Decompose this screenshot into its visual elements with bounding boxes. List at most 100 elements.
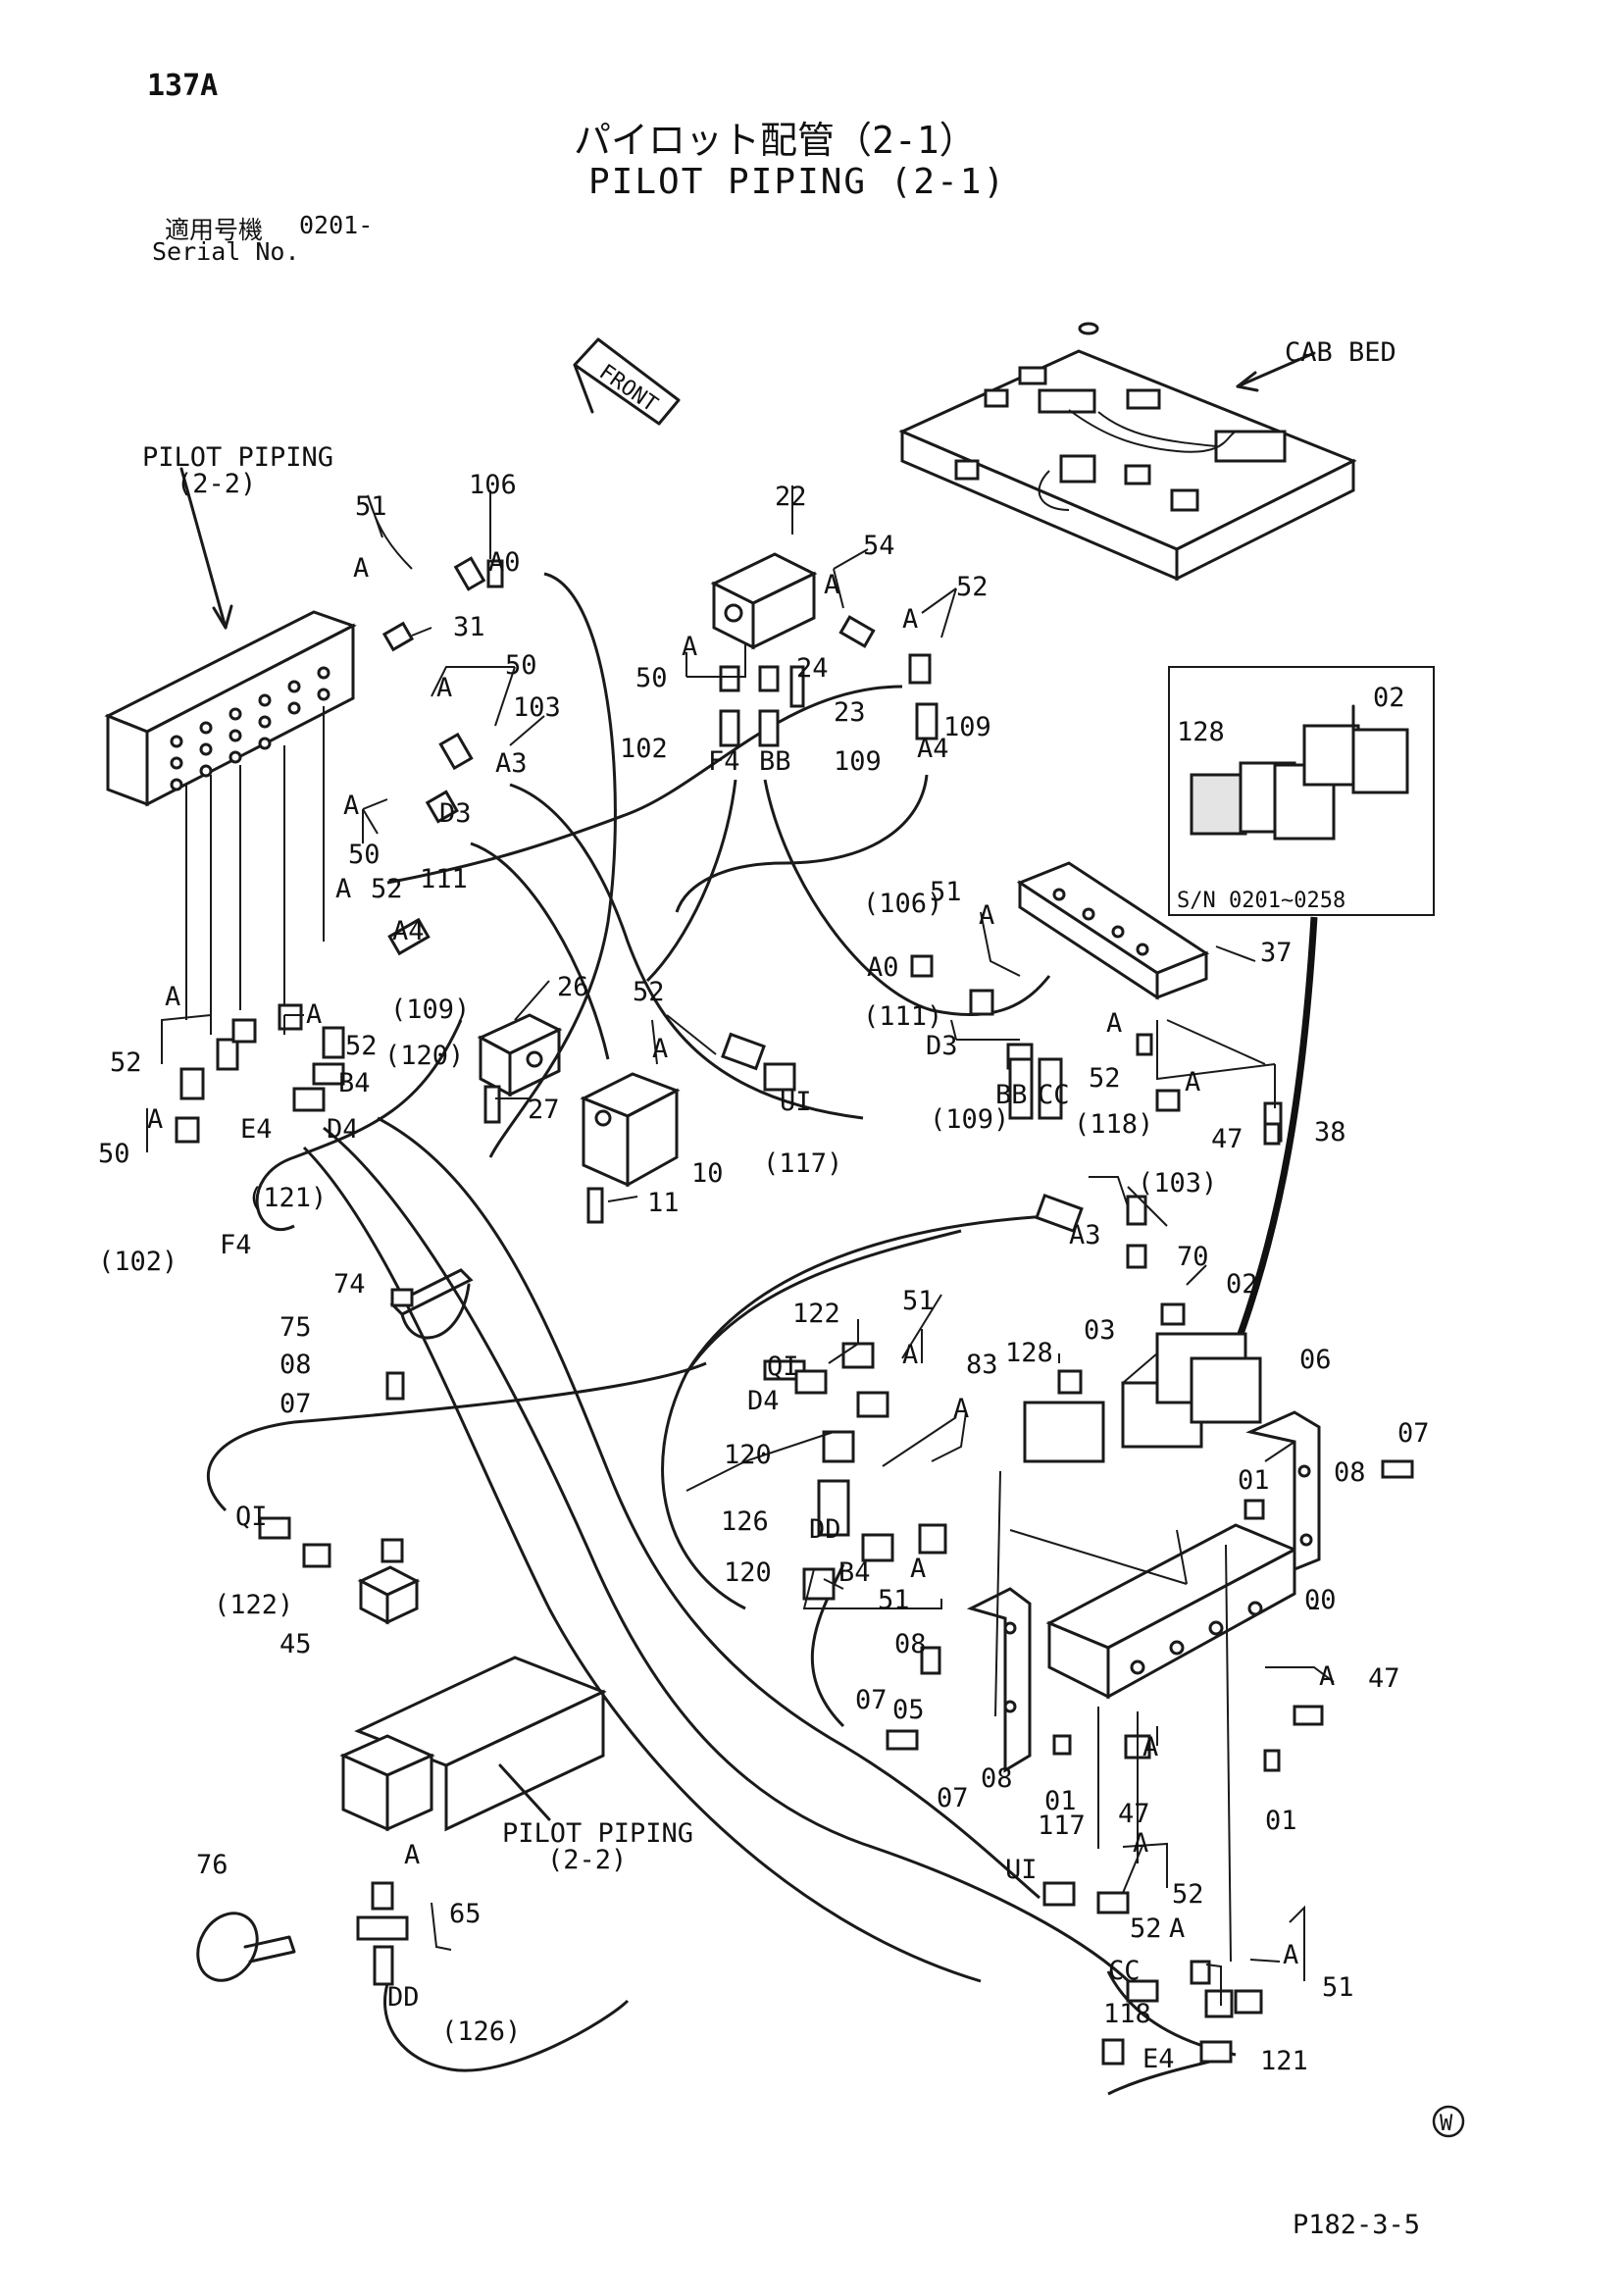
callout: DD <box>387 1982 420 2013</box>
callout: (111) <box>863 1001 942 1032</box>
callout: 122 <box>792 1299 840 1329</box>
circled-w-mark: W <box>1432 2105 1465 2138</box>
callout: 38 <box>1314 1117 1346 1148</box>
callout: A <box>1106 1008 1122 1039</box>
block-10 <box>580 1072 681 1188</box>
callout: A <box>953 1394 969 1424</box>
serial-label-japanese: 適用号機 <box>165 216 264 244</box>
callout: 121 <box>1260 2046 1308 2076</box>
callout: 102 <box>620 734 668 764</box>
callout: A <box>979 900 994 931</box>
cab-bed: CAB BED <box>898 322 1396 582</box>
block-45 <box>357 1565 421 1625</box>
callout: 117 <box>1038 1811 1086 1841</box>
callout: (122) <box>214 1590 293 1620</box>
callout: A <box>902 1340 918 1370</box>
callout: 52 <box>956 572 989 602</box>
inset-128-label: 128 <box>1177 717 1225 747</box>
callout-labels: 106 51 A A0 31 50 A 103 A3 A 50 D3 111 A… <box>98 470 1430 2076</box>
callout: 52 <box>1089 1063 1121 1094</box>
callout: E4 <box>240 1114 273 1145</box>
callout: A0 <box>867 952 899 983</box>
inset-serial-label: S/N 0201~0258 <box>1177 889 1345 913</box>
bracket-05 <box>966 1587 1032 1773</box>
callout: 106 <box>469 470 517 500</box>
callout: CC <box>1108 1956 1141 1986</box>
callout: 109 <box>943 712 991 742</box>
small-fittings <box>175 556 1414 2066</box>
serial-value: 0201- <box>299 211 374 239</box>
callout: (117) <box>763 1148 842 1179</box>
callout: 05 <box>892 1695 925 1725</box>
callout: A <box>343 791 359 821</box>
callout: 47 <box>1118 1799 1150 1829</box>
callout: F4 <box>708 746 740 777</box>
callout: (120) <box>384 1041 464 1071</box>
callout: 11 <box>647 1188 680 1218</box>
callout: 45 <box>279 1629 312 1659</box>
callout: B4 <box>338 1068 371 1098</box>
front-label: FRONT <box>594 360 662 417</box>
callout: 50 <box>505 650 537 681</box>
callout: 24 <box>796 653 829 684</box>
callout: A <box>165 982 180 1012</box>
callout: 01 <box>1044 1786 1077 1816</box>
callout: E4 <box>1142 2044 1175 2074</box>
callout: A <box>353 553 369 584</box>
callout: A <box>1142 1732 1158 1762</box>
callout: 50 <box>635 663 668 693</box>
pilot-piping-top-sub: (2-2) <box>177 469 256 499</box>
hose-routes <box>206 572 1237 2096</box>
callout: (102) <box>98 1247 178 1277</box>
callout: D3 <box>926 1031 958 1061</box>
inset-box: 128 02 S/N 0201~0258 <box>1168 666 1435 1375</box>
callout: (106) <box>863 889 942 919</box>
callout: 111 <box>420 864 468 894</box>
callout: 51 <box>930 877 962 907</box>
callout: 08 <box>1334 1457 1366 1488</box>
callout: (109) <box>390 995 470 1025</box>
serial-label-english: Serial No. <box>152 237 300 266</box>
callout: A <box>652 1034 668 1064</box>
callout: QI <box>235 1502 268 1532</box>
block-37 <box>1016 861 1210 1000</box>
callout: (103) <box>1138 1168 1217 1199</box>
pilot-piping-top-label: PILOT PIPING <box>142 442 333 473</box>
callout: 06 <box>1299 1345 1332 1375</box>
callout: 08 <box>279 1350 312 1380</box>
callout: 10 <box>691 1158 724 1189</box>
callout: 23 <box>834 697 866 728</box>
callout: BB <box>995 1080 1028 1110</box>
callout: 118 <box>1103 1999 1151 2029</box>
pilot-piping-bottom-label: PILOT PIPING <box>502 1818 693 1849</box>
pilot-piping-bottom-sub: (2-2) <box>547 1845 627 1875</box>
callout: 07 <box>855 1685 888 1715</box>
callout: 50 <box>348 840 381 870</box>
manifold-ports <box>170 666 330 791</box>
callout: 47 <box>1211 1124 1243 1154</box>
callout: 07 <box>1397 1418 1430 1449</box>
block-22 <box>710 552 818 650</box>
callout: 103 <box>513 692 561 723</box>
callout: 22 <box>775 482 807 512</box>
inset-02-label: 02 <box>1373 683 1405 713</box>
drawing-reference: P182-3-5 <box>1293 2210 1421 2240</box>
callout: A <box>824 570 839 600</box>
callout: UI <box>780 1087 812 1117</box>
callout: 31 <box>453 612 485 642</box>
callout: 00 <box>1304 1585 1337 1615</box>
callout: A <box>1319 1661 1335 1692</box>
callout: A <box>306 999 322 1030</box>
callout: A <box>1283 1940 1298 1970</box>
callout: 47 <box>1368 1663 1400 1694</box>
callout: CC <box>1038 1080 1070 1110</box>
callout: D4 <box>327 1114 359 1145</box>
callout: A <box>1133 1828 1148 1859</box>
callout: 52 <box>345 1031 378 1061</box>
callout: 27 <box>528 1095 560 1125</box>
callout: A <box>1185 1067 1200 1097</box>
valve-assembly-00 <box>1023 1302 1298 1700</box>
callout: D3 <box>439 798 472 829</box>
callout: A <box>902 604 918 635</box>
front-arrow: FRONT <box>573 337 681 426</box>
